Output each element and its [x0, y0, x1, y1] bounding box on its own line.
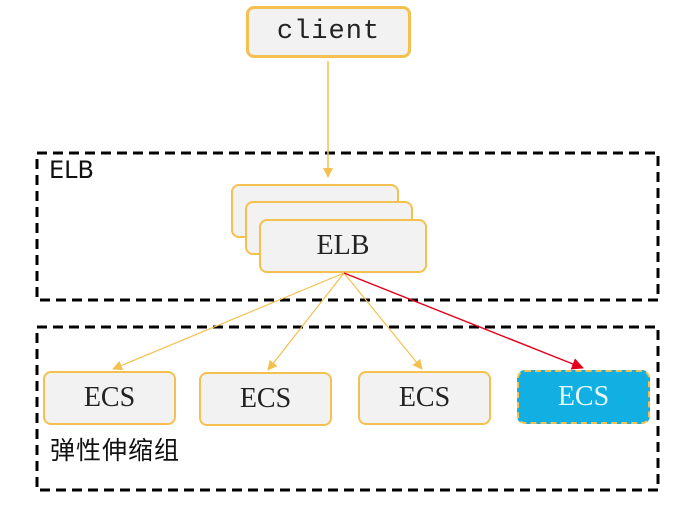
elb-node-front-label: ELB — [316, 230, 370, 261]
elb-to-ecs-2-arrow — [267, 272, 345, 371]
ecs-node-2[interactable]: ECS — [199, 372, 332, 426]
elb-to-ecs-1-arrow — [112, 272, 345, 371]
client-label: client — [276, 16, 381, 47]
ecs-node-1[interactable]: ECS — [43, 371, 176, 425]
ecs-node-2-label: ECS — [239, 383, 292, 414]
auto-scaling-group-label: 弹性伸缩组 — [50, 436, 181, 465]
elb-group-label: ELB — [49, 156, 94, 184]
client-node[interactable]: client — [246, 6, 411, 58]
ecs-node-3-label: ECS — [398, 382, 451, 413]
elb-to-ecs-3-arrow — [343, 272, 423, 370]
ecs-node-3[interactable]: ECS — [358, 371, 491, 425]
elb-node-front[interactable]: ELB — [259, 219, 427, 273]
ecs-node-4-highlighted[interactable]: ECS — [517, 370, 650, 424]
ecs-node-4-label: ECS — [557, 381, 610, 412]
elb-to-ecs-4-active-arrow — [343, 272, 584, 370]
ecs-node-1-label: ECS — [83, 382, 136, 413]
